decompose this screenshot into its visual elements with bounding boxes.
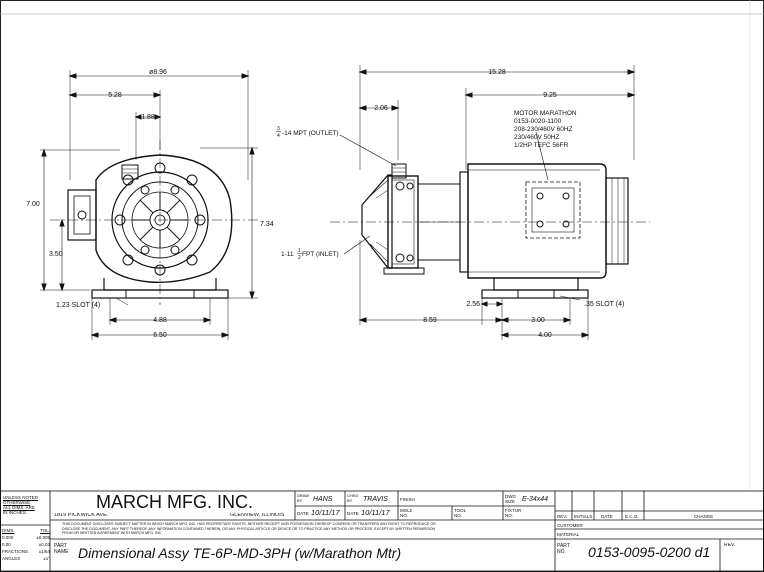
dim-inlet-height: 3.50 — [49, 251, 63, 258]
rev-header-eco: E.C.O. — [625, 514, 639, 519]
drawn-by-label: DRAWN BY — [297, 494, 309, 503]
part-no-label: PART NO. — [557, 543, 570, 555]
part-number: 0153-0095-0200 d1 — [588, 544, 711, 560]
fixture-label: FIXTURE NO. — [505, 509, 521, 518]
notice-line: FROM OR WRITTEN AGREEMENT WITH MARCH MFG… — [62, 531, 163, 535]
motor-note-line: MOTOR MARATHON — [514, 110, 577, 117]
dim-foot-outer: 4.00 — [538, 332, 552, 339]
finish-label: FINISH — [400, 497, 415, 502]
dim-pump-length: 2.06 — [374, 105, 388, 112]
tolerance-header-line: OTHERWISE — [3, 500, 31, 505]
dim-left-offset: 5.28 — [108, 92, 122, 99]
rev-header-change: CHANGE — [694, 514, 714, 519]
dim-overall-width: ø8.96 — [149, 69, 167, 76]
dim-to-foot: 8.59 — [423, 317, 437, 324]
tool-label: TOOL NO. — [454, 509, 466, 518]
customer-label: CUSTOMER — [557, 523, 583, 528]
tol-left: ANGLES — [2, 556, 21, 561]
mold-label: MOLD NO. — [400, 509, 412, 518]
tolerance-table: DIMS. TOL. 0.000 ±0.005 0.00 ±0.03 FRACTION… — [2, 527, 50, 562]
notice-line: THIS DOCUMENT DISCLOSES SUBJECT MATTER I… — [62, 522, 436, 526]
chkd-date: 10/11/17 — [361, 509, 390, 517]
drawn-date: 10/11/17 — [311, 509, 340, 517]
rev-header-initials: INITIALS — [574, 514, 593, 519]
dim-height-total: 7.00 — [26, 201, 40, 208]
tol-right: ±0.005 — [36, 535, 50, 540]
tol-right: TOL. — [40, 528, 50, 533]
chkd-date-label: DATE — [347, 511, 359, 516]
outlet-text: -14 MPT (OUTLET) — [282, 130, 339, 137]
tol-left: 0.00 — [2, 542, 11, 547]
motor-note-line: 208-230/460V 60HZ — [514, 126, 573, 133]
dwg-size: E-34x44 — [522, 496, 549, 503]
dim-height-right: 7.34 — [260, 221, 274, 228]
tol-right: ±0.03 — [38, 542, 50, 547]
dim-base-inner: 4.88 — [153, 317, 167, 324]
dim-foot-offset: 2.56 — [466, 301, 480, 308]
tol-right: ±1/64 — [38, 549, 50, 554]
inlet-frac-den: 2 — [298, 255, 301, 261]
dim-center-offset: 1.88 — [141, 114, 155, 121]
drawn-by: HANS — [313, 496, 333, 503]
proprietary-notice: THIS DOCUMENT DISCLOSES SUBJECT MATTER I… — [62, 522, 552, 536]
notice-line: DISCLOSE THE DOCUMENT, ANY PART THEREOF,… — [62, 526, 436, 531]
company-name: MARCH MFG. INC. — [96, 493, 253, 511]
drawn-date-label: DATE — [297, 511, 309, 516]
chkd-by-label: CHKD BY — [347, 494, 359, 503]
tolerance-header-line: UNLESS NOTED — [3, 495, 39, 500]
dim-slot-front: 1.23 SLOT (4) — [56, 302, 100, 309]
material-label: MATERIAL — [557, 532, 580, 537]
dwg-size-label: DWG SIZE — [505, 495, 516, 504]
dim-base-outer: 6.50 — [153, 332, 167, 339]
part-name-label: PART NAME — [54, 543, 68, 555]
tol-right: ±1° — [43, 556, 50, 561]
front-view — [40, 70, 258, 340]
tol-left: DIMS. — [2, 528, 15, 533]
outlet-frac-den: 4 — [277, 133, 280, 139]
tolerance-header-line: IN INCHES. — [3, 510, 28, 515]
rev-header-date: DATE — [601, 514, 613, 519]
inlet-whole: 1-11 — [281, 251, 294, 258]
tolerance-header-line: ALL DIMS. ARE — [3, 505, 35, 510]
part-name: Dimensional Assy TE-6P-MD-3PH (w/Maratho… — [78, 545, 402, 561]
motor-note-line: 230/460V 50HZ — [514, 134, 560, 141]
outlet-frac-num: 3 — [277, 126, 280, 132]
rev-label: REV. — [724, 543, 736, 548]
tol-left: FRACTIONS — [2, 549, 29, 554]
outlet-label: 3 4 -14 MPT (OUTLET) — [276, 126, 339, 139]
inlet-text: FPT (INLET) — [302, 251, 339, 258]
inlet-label: 1-11 1 2 FPT (INLET) — [281, 248, 339, 261]
chkd-by: TRAVIS — [363, 496, 388, 503]
title-block: UNLESS NOTED OTHERWISE ALL DIMS. ARE IN … — [0, 489, 764, 572]
motor-note: MOTOR MARATHON 0153-0020-1100 208-230/46… — [514, 110, 577, 149]
side-view — [330, 65, 650, 340]
motor-note-line: 0153-0020-1100 — [514, 118, 562, 125]
tolerance-header: UNLESS NOTED OTHERWISE ALL DIMS. ARE IN … — [3, 495, 49, 515]
motor-note-line: 1/2HP TEFC 56FR — [514, 142, 569, 149]
inlet-frac-num: 1 — [298, 248, 301, 254]
dim-foot-inner: 3.00 — [531, 317, 545, 324]
tol-left: 0.000 — [2, 535, 14, 540]
dim-overall-length: 15.28 — [488, 69, 506, 76]
dim-slot-side: .35 SLOT (4) — [584, 301, 624, 308]
title-block-grid — [0, 490, 764, 572]
company-city: GLENVIEW, ILLINOIS — [230, 513, 285, 518]
rev-header-rev: REV. — [557, 514, 568, 519]
company-address: 1819 PICKWICK AVE. — [54, 513, 109, 518]
dim-motor-length: 9.25 — [543, 92, 557, 99]
